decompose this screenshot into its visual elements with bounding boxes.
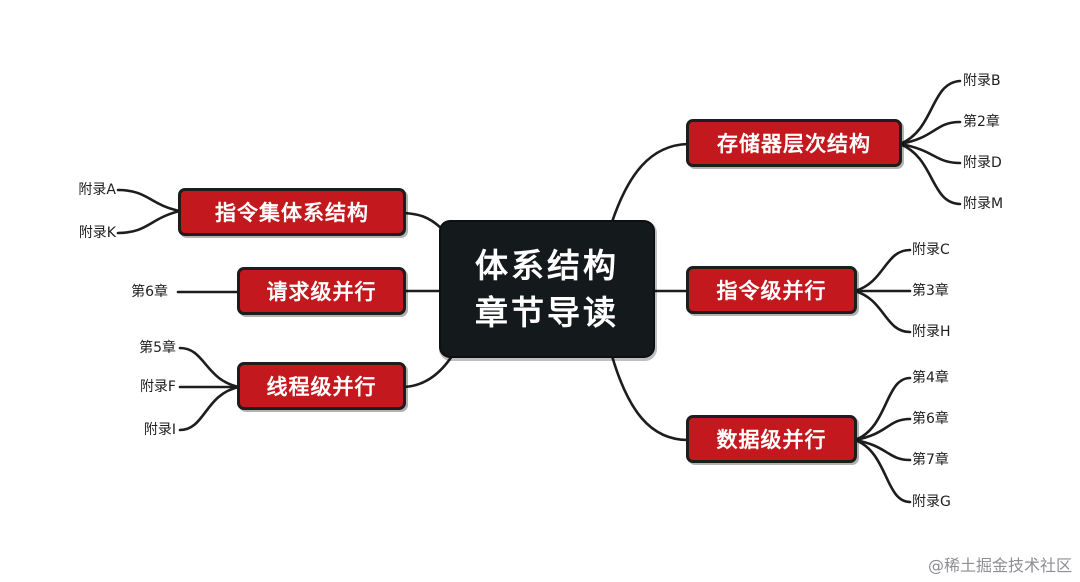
watermark: @稀土掘金技术社区 (927, 556, 1072, 575)
center-topic-line-2: 章节导读 (475, 293, 619, 332)
leaf-dlp-2[interactable]: 第6章 (912, 411, 949, 427)
leaf-storage-1[interactable]: 附录B (963, 73, 1001, 89)
branch-request-level-parallelism[interactable]: 请求级并行 (237, 267, 406, 315)
center-topic[interactable]: 体系结构 章节导读 (441, 222, 653, 356)
connector-dlp-leaf-4 (853, 438, 912, 504)
leaf-ilp-2[interactable]: 第3章 (912, 283, 949, 299)
leaf-isa-2[interactable]: 附录K (78, 225, 116, 241)
center-topic-line-1: 体系结构 (475, 246, 619, 285)
connector-center-storage (610, 142, 690, 224)
branch-data-level-parallelism[interactable]: 数据级并行 (686, 415, 857, 463)
connector-isa-leaf-2 (116, 209, 182, 235)
connector-ilp-leaf-1 (853, 248, 912, 293)
branch-instruction-set-architecture[interactable]: 指令集体系结构 (178, 188, 406, 236)
leaf-tlp-1[interactable]: 第5章 (139, 340, 176, 356)
leaf-ilp-3[interactable]: 附录H (912, 324, 951, 340)
leaf-dlp-4[interactable]: 附录G (912, 494, 951, 510)
connector-storage-leaf-2 (898, 120, 962, 146)
connector-dlp-leaf-1 (853, 376, 912, 442)
leaf-tlp-3[interactable]: 附录I (143, 422, 176, 438)
connector-center-isa (402, 211, 443, 230)
leaf-dlp-1[interactable]: 第4章 (912, 370, 949, 386)
leaf-rlp-1[interactable]: 第6章 (131, 284, 168, 300)
connector-storage-leaf-1 (898, 79, 962, 146)
connector-center-tlp (402, 354, 454, 389)
connector-dlp-leaf-2 (853, 417, 912, 442)
connector-storage-leaf-3 (898, 142, 962, 165)
connector-ilp-leaf-3 (853, 289, 912, 334)
leaf-ilp-1[interactable]: 附录C (912, 242, 950, 258)
leaf-storage-2[interactable]: 第2章 (963, 114, 1000, 130)
leaf-tlp-2[interactable]: 附录F (139, 379, 176, 395)
branch-thread-level-parallelism[interactable]: 线程级并行 (237, 362, 406, 410)
connector-isa-leaf-1 (116, 188, 182, 213)
branch-storage-hierarchy[interactable]: 存储器层次结构 (686, 119, 902, 167)
leaf-storage-4[interactable]: 附录M (963, 196, 1004, 212)
connector-dlp-leaf-3 (853, 438, 912, 462)
branch-instruction-level-parallelism[interactable]: 指令级并行 (686, 266, 857, 314)
leaf-isa-1[interactable]: 附录A (78, 182, 116, 198)
leaf-dlp-3[interactable]: 第7章 (912, 452, 949, 468)
connector-center-dlp (610, 354, 690, 442)
connector-tlp-leaf-3 (178, 385, 241, 432)
connector-storage-leaf-4 (898, 142, 962, 206)
leaf-storage-3[interactable]: 附录D (963, 155, 1002, 171)
connector-tlp-leaf-1 (178, 346, 241, 389)
